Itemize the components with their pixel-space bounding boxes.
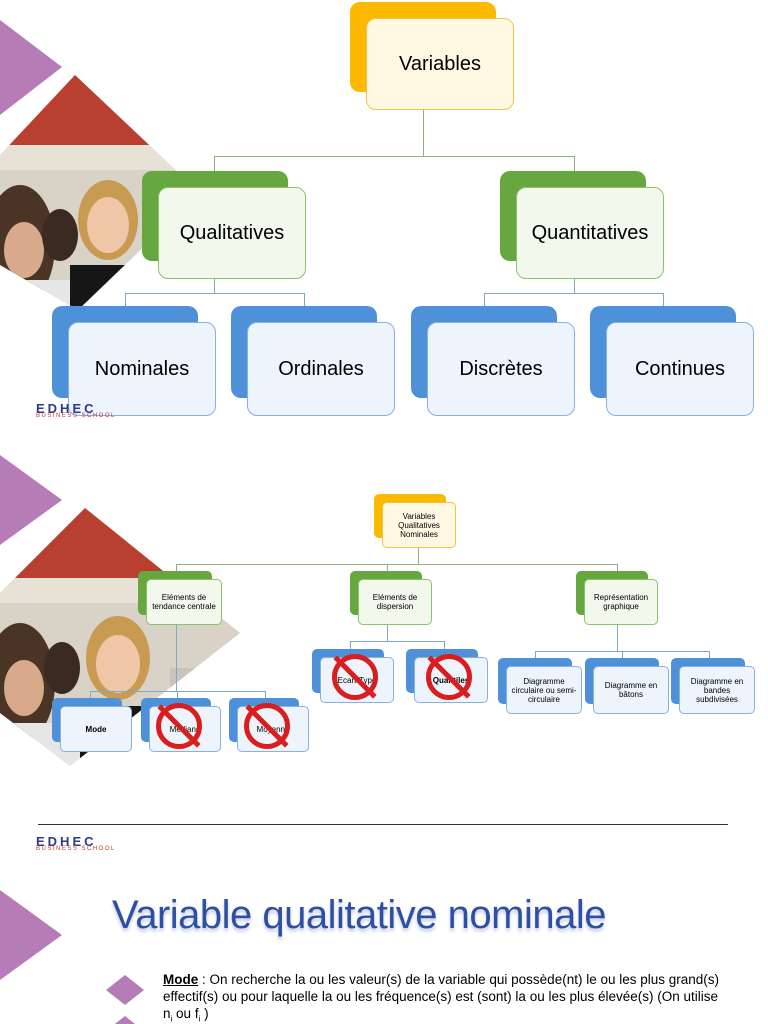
node-qualitatives: Qualitatives (142, 171, 306, 279)
node-ecart-type: Ecart-Type (312, 649, 394, 703)
node-label: Mode (85, 724, 107, 734)
slide-3: Variable qualitative nominale Mode : On … (0, 885, 768, 1024)
prohibited-icon (156, 703, 202, 749)
node-variables: Variables (350, 2, 514, 110)
triangle-decoration-icon (0, 890, 62, 980)
triangle-decoration-icon (0, 455, 62, 545)
node-label: Diagramme en bandes subdivisées (690, 676, 744, 704)
node-tendance-centrale: Eléments de tendance centrale (138, 571, 222, 625)
node-discretes: Discrètes (411, 306, 575, 416)
bullet-text: Mode : On recherche la ou les valeur(s) … (163, 972, 720, 1024)
node-label: Continues (634, 357, 726, 380)
footer-divider (38, 824, 728, 825)
node-label: Eléments de dispersion (372, 593, 418, 611)
node-label: Quantitatives (531, 221, 649, 244)
prohibited-icon (332, 654, 378, 700)
node-diagramme-batons: Diagramme en bâtons (585, 658, 669, 714)
prohibited-icon (426, 654, 472, 700)
node-nominales: Nominales (52, 306, 216, 416)
node-diagramme-bandes: Diagramme en bandes subdivisées (671, 658, 755, 714)
node-label: Diagramme circulaire ou semi-circulaire (511, 676, 577, 704)
node-label: Variables Qualitatives Nominales (398, 511, 440, 539)
node-ordinales: Ordinales (231, 306, 395, 416)
node-variables-qualitatives-nominales: Variables Qualitatives Nominales (374, 494, 456, 548)
triangle-decoration-icon (0, 20, 62, 115)
edhec-logo-icon: EDHEC BUSINESS SCHOOL (36, 401, 116, 419)
node-quantiles: Quantiles (406, 649, 488, 703)
node-label: Qualitatives (179, 221, 285, 244)
slide-2: Variables Qualitatives Nominales Elément… (0, 450, 768, 870)
node-representation-graphique: Représentation graphique (576, 571, 658, 625)
edhec-logo-icon: EDHEC BUSINESS SCHOOL (36, 834, 116, 852)
students-photo (0, 75, 200, 310)
students-photo (0, 508, 240, 768)
node-continues: Continues (590, 306, 754, 416)
node-mode: Mode (52, 698, 132, 752)
bullet-term: Mode (163, 972, 199, 987)
node-label: Ordinales (278, 357, 364, 380)
node-label: Représentation graphique (593, 593, 649, 611)
node-moyenne: Moyenne (229, 698, 309, 752)
prohibited-icon (244, 703, 290, 749)
diamond-bullet-icon (106, 975, 144, 1005)
node-mediane: Mediane (141, 698, 221, 752)
node-diagramme-circulaire: Diagramme circulaire ou semi-circulaire (498, 658, 582, 714)
node-quantitatives: Quantitatives (500, 171, 664, 279)
node-label: Nominales (94, 357, 190, 380)
node-label: Eléments de tendance centrale (152, 593, 216, 611)
node-label: Variables (399, 52, 481, 75)
diamond-bullet-icon (114, 1016, 136, 1024)
node-label: Discrètes (459, 357, 543, 380)
bullet-body: : On recherche la ou les valeur(s) de la… (163, 972, 720, 1021)
node-dispersion: Eléments de dispersion (350, 571, 432, 625)
node-label: Diagramme en bâtons (604, 681, 658, 699)
slide-1: Variables Qualitatives Quantitatives Nom… (0, 0, 768, 430)
slide-title: Variable qualitative nominale (112, 893, 606, 937)
